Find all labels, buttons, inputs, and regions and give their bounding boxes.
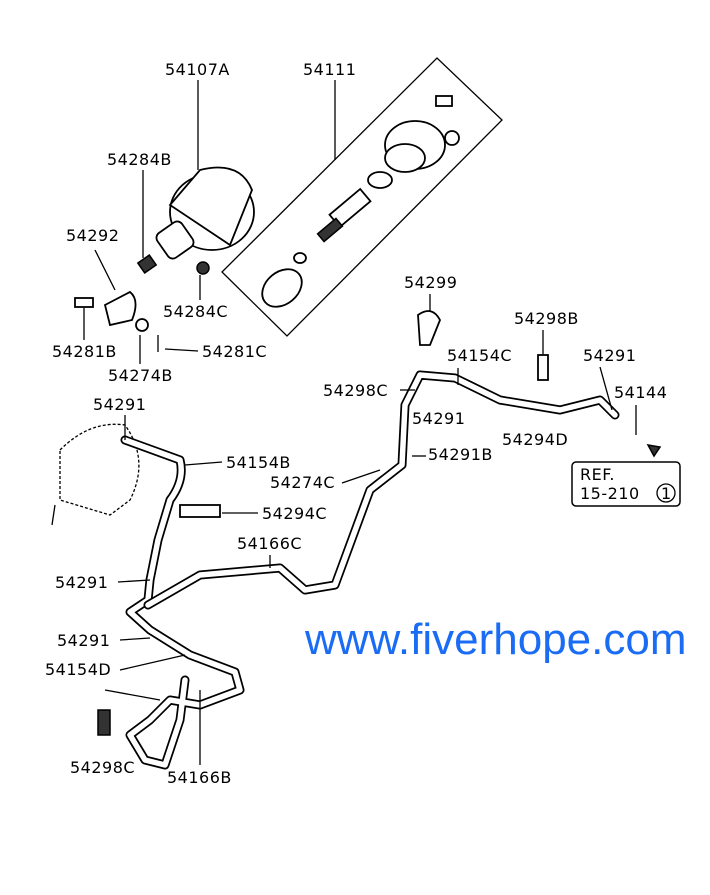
part-label: 54291B (428, 445, 493, 464)
part-label: 54281C (202, 342, 267, 361)
part-label: 54291 (412, 409, 465, 428)
part-label: 54281B (52, 342, 117, 361)
part-label: 54298B (514, 309, 579, 328)
part-label: 54284C (163, 302, 228, 321)
part-label: 54284B (107, 150, 172, 169)
part-label: 54274C (270, 473, 335, 492)
part-label: 54291 (57, 631, 110, 650)
part-label: 54144 (614, 383, 667, 402)
part-label: 54291 (93, 395, 146, 414)
part-label: 54154C (447, 346, 512, 365)
bolt (74, 297, 94, 308)
part-label: 54291 (55, 573, 108, 592)
washer (135, 318, 149, 332)
part-label: 54299 (404, 273, 457, 292)
engine-outline (59, 423, 140, 516)
reference-box: REF. 15-210 1 (571, 461, 681, 507)
part-label: 54298C (323, 381, 388, 400)
engine-stub (51, 504, 56, 526)
part-label: 54111 (303, 60, 356, 79)
exploded-view-frame (221, 57, 503, 337)
part-label: 54107A (165, 60, 230, 79)
vacuum-hoses (97, 310, 662, 770)
part-label: 54298C (70, 758, 135, 777)
part-label: 54166C (237, 534, 302, 553)
part-label: 54154B (226, 453, 291, 472)
bracket (103, 290, 137, 327)
part-label: 54294D (502, 430, 568, 449)
master-cylinder-parts (261, 95, 460, 308)
nut (196, 261, 210, 275)
part-label: 54274B (108, 366, 173, 385)
part-label: 54292 (66, 226, 119, 245)
ref-circle-number: 1 (661, 484, 672, 503)
ref-label: REF. (580, 465, 615, 484)
part-label: 54154D (45, 660, 111, 679)
part-label: 54166B (167, 768, 232, 787)
brake-booster (136, 166, 255, 274)
watermark: www.fiverhope.com (305, 615, 687, 664)
part-label: 54294C (262, 504, 327, 523)
ref-number: 15-210 (580, 484, 640, 503)
leader-lines (83, 80, 637, 765)
part-label: 54291 (583, 346, 636, 365)
